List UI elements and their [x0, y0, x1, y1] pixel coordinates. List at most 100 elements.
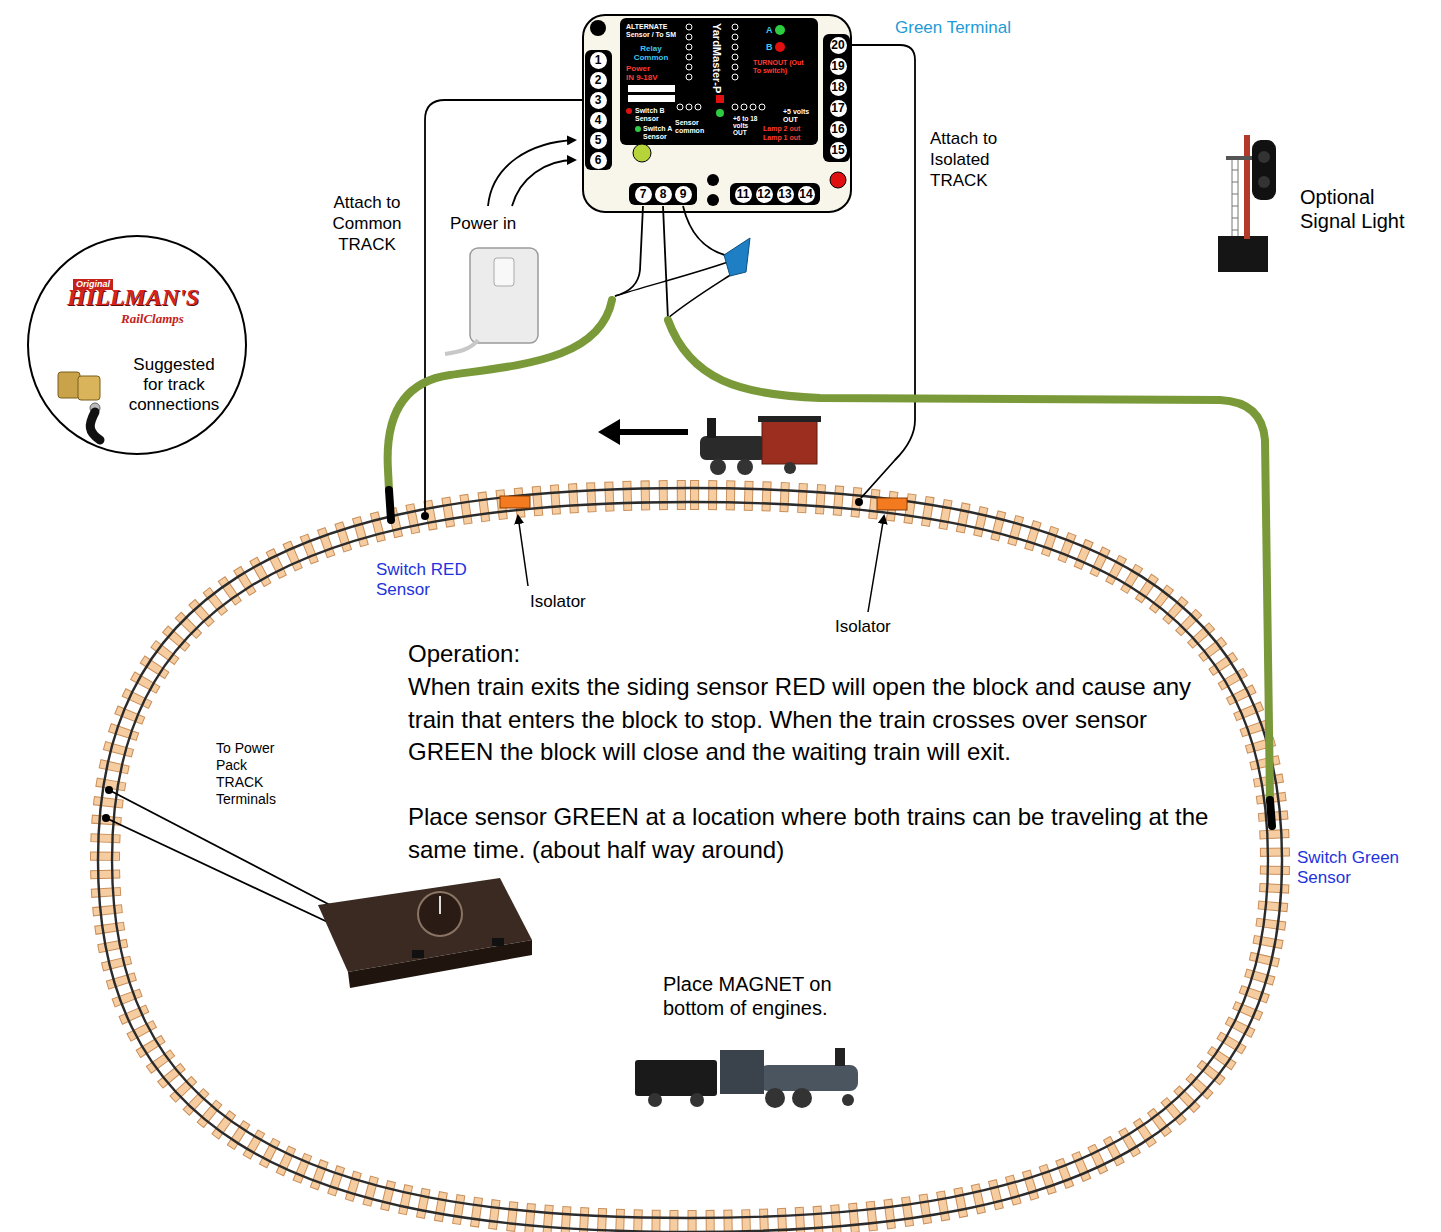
annotation: Green Terminal	[895, 18, 1011, 38]
indicator-a	[775, 25, 785, 35]
pin-label: Switch A Sensor	[643, 125, 674, 140]
signal-mast	[1244, 135, 1250, 239]
terminal-number: 18	[830, 79, 847, 96]
sensor-wire	[663, 206, 668, 320]
text-wrap: Place sensor GREEN at a location where b…	[408, 801, 1223, 866]
adapter-cord	[445, 340, 478, 354]
logo-text: HILLMAN'S	[67, 283, 199, 311]
text-wrap: 7	[635, 186, 652, 203]
panel-terminal	[732, 104, 738, 110]
text-wrap: Power in	[450, 214, 516, 234]
clamp-cable	[90, 412, 100, 440]
pin-label: ALTERNATE Sensor / To SM	[626, 23, 682, 38]
power-wire	[512, 160, 575, 206]
panel-terminal	[732, 34, 738, 40]
rail-clamp	[58, 372, 80, 398]
indicator-b	[775, 42, 785, 52]
pin-label: B	[766, 42, 773, 52]
note-text: When train exits the siding sensor RED w…	[408, 671, 1198, 769]
text-wrap: Switch B Sensor	[635, 107, 667, 122]
terminal-number: 8	[655, 186, 672, 203]
loco-boiler	[700, 436, 766, 460]
pack-wire	[106, 818, 334, 925]
knob-pointer	[439, 896, 441, 914]
pack-button	[492, 938, 504, 946]
text-wrap: 17	[830, 100, 847, 117]
terminal-strip	[629, 183, 697, 205]
sensor-wire	[615, 262, 728, 296]
sensor-cable	[388, 300, 612, 490]
signal-head	[1252, 140, 1276, 200]
rail-clamp	[78, 376, 100, 400]
text-wrap: 1	[590, 52, 607, 69]
terminal-number: 4	[590, 112, 607, 129]
note-heading: Operation:	[408, 638, 520, 671]
terminal-number: 19	[830, 58, 847, 75]
sensor-wire	[683, 206, 728, 256]
terminal-number: 17	[830, 100, 847, 117]
pin-label: Sensor common	[675, 119, 707, 134]
outer-rail	[98, 488, 1282, 1232]
wire-connector	[724, 238, 750, 276]
text-wrap: Switch A Sensor	[643, 125, 674, 140]
signal-lamp	[1258, 151, 1270, 163]
text-wrap: When train exits the siding sensor RED w…	[408, 671, 1198, 769]
signal-base	[1218, 236, 1268, 272]
annotation: To Power Pack TRACK Terminals	[216, 740, 294, 808]
terminal-number: 7	[635, 186, 652, 203]
text-wrap: 8	[655, 186, 672, 203]
railclamp-callout: OriginalHILLMAN'SRailClampsSuggested for…	[27, 235, 247, 455]
board-panel	[620, 18, 818, 145]
tie-fill	[105, 495, 1275, 1225]
text-wrap: Power IN 9-18V	[626, 65, 660, 82]
text-wrap: A	[766, 25, 773, 35]
tie-outline	[105, 495, 1275, 1225]
note-text: Place MAGNET on bottom of engines.	[663, 972, 873, 1020]
loco-stack	[835, 1048, 845, 1066]
text-wrap: Switch Green Sensor	[1297, 848, 1409, 888]
panel-terminal	[686, 54, 692, 60]
text-wrap: Lamp 1 out	[763, 134, 803, 142]
board-outline	[583, 15, 851, 212]
direction-arrow	[616, 429, 688, 435]
text-wrap: 18	[830, 79, 847, 96]
terminal-number: 12	[756, 186, 773, 203]
loco-wheel	[690, 1093, 704, 1107]
note-text: Suggested for track connections	[124, 355, 224, 415]
panel-terminal	[677, 104, 683, 110]
terminal-number: 6	[590, 152, 607, 169]
sensor-dot	[626, 108, 632, 114]
panel-terminal	[732, 24, 738, 30]
sensor-wire	[615, 206, 643, 296]
logo-subtext: RailClamps	[121, 311, 184, 326]
part-label: Isolator	[530, 592, 586, 612]
text-wrap: Sensor common	[675, 119, 707, 134]
terminal-number: 15	[830, 142, 847, 159]
track-joint	[102, 814, 110, 822]
sensor-dot	[635, 126, 641, 132]
panel-led-green	[716, 109, 724, 117]
loco-cab	[762, 420, 817, 464]
panel-terminal	[686, 24, 692, 30]
panel-terminal	[732, 64, 738, 70]
track-joint	[105, 786, 113, 794]
isolated-wire	[851, 45, 915, 498]
pin-label: Switch B Sensor	[635, 107, 667, 122]
green-led	[633, 144, 651, 162]
jumper-box	[628, 85, 675, 92]
pack-knob	[418, 892, 462, 936]
text-wrap: RailClamps	[121, 311, 184, 326]
text-wrap: ALTERNATE Sensor / To SM	[626, 23, 682, 38]
text-wrap: 19	[830, 58, 847, 75]
text-wrap: TURNOUT (Out To switch)	[753, 59, 813, 74]
isolator	[500, 496, 530, 508]
text-wrap: Place MAGNET on bottom of engines.	[663, 972, 873, 1020]
terminal-number: 5	[590, 132, 607, 149]
text-wrap: Switch RED Sensor	[376, 560, 476, 600]
panel-led-red	[716, 95, 724, 103]
pin-label: TURNOUT (Out To switch)	[753, 59, 813, 74]
terminal-number: 14	[798, 186, 815, 203]
pin-label: Lamp 1 out	[763, 134, 803, 142]
text-wrap: Lamp 2 out	[763, 125, 803, 133]
note-text: Place sensor GREEN at a location where b…	[408, 801, 1223, 866]
